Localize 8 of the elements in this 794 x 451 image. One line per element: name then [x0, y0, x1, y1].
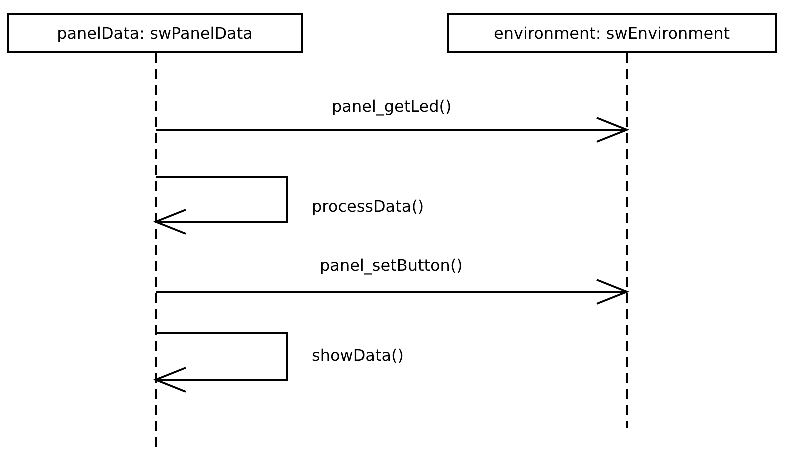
- message-arrow: [156, 279, 628, 305]
- lifeline: [626, 53, 628, 428]
- self-message-arrow: [155, 176, 288, 235]
- message-arrow: [156, 117, 628, 143]
- lifeline: [155, 53, 157, 448]
- self-message-arrow: [155, 332, 288, 393]
- participant-box: environment: swEnvironment: [447, 13, 777, 53]
- participant-box: panelData: swPanelData: [7, 13, 303, 53]
